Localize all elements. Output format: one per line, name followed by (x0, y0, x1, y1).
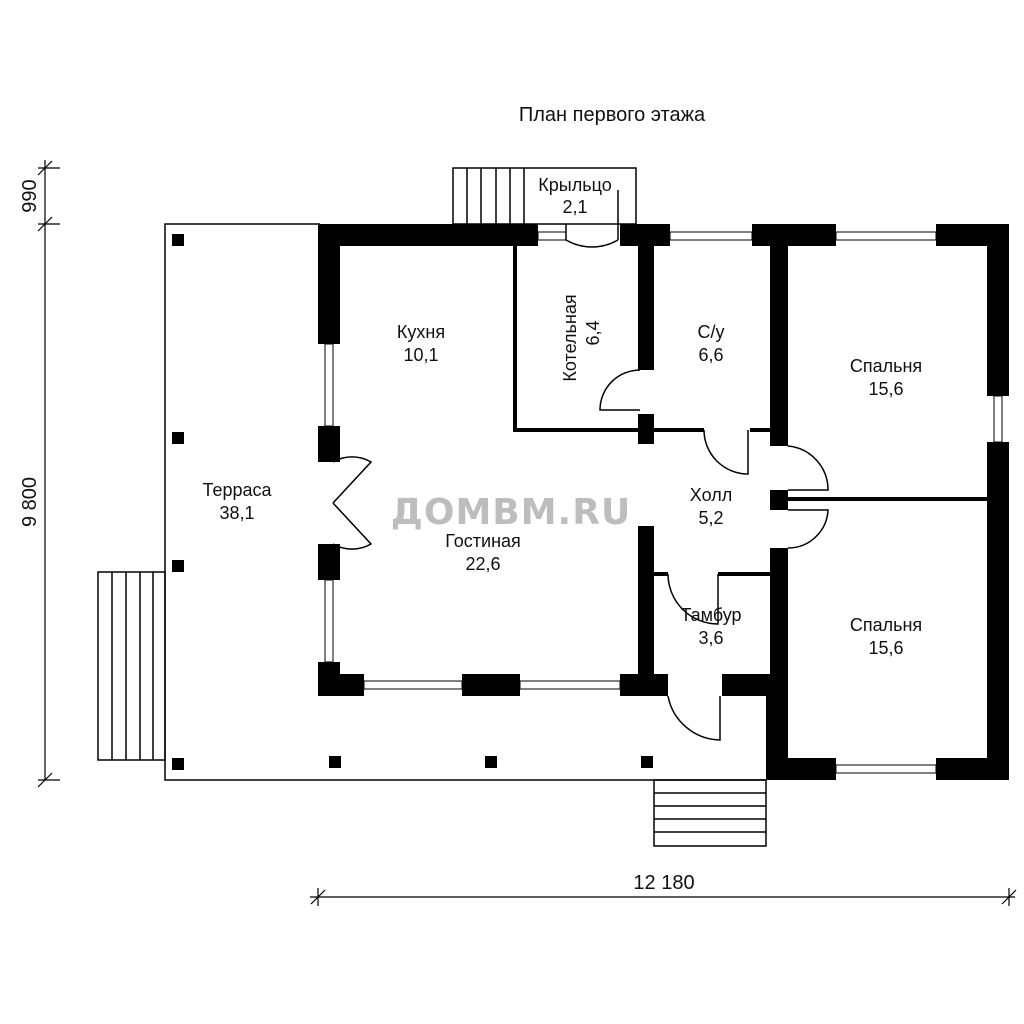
entrance-steps-bottom (653, 779, 767, 847)
room-area-kitchen: 10,1 (403, 345, 438, 365)
terrace-post (641, 756, 653, 768)
room-name-bedroom-2: Спальня (850, 615, 922, 635)
door-swing (332, 502, 373, 550)
room-area-bedroom-1: 15,6 (868, 379, 903, 399)
room-area-vestibule: 3,6 (698, 628, 723, 648)
terrace-steps-left (97, 571, 166, 761)
terrace-post (485, 756, 497, 768)
interior-walls (513, 246, 987, 678)
terrace-outline (164, 223, 766, 781)
terrace-post (172, 432, 184, 444)
window (993, 395, 1003, 443)
porch (452, 167, 637, 225)
terrace-post (172, 560, 184, 572)
watermark: ДОМВМ.RU (391, 492, 631, 533)
door-swing (565, 190, 619, 248)
room-name-kitchen: Кухня (397, 322, 445, 342)
room-area-bath: 6,6 (698, 345, 723, 365)
window (363, 680, 463, 690)
room-name-living: Гостиная (445, 531, 521, 551)
door-swing (667, 573, 719, 625)
dimension-lines (37, 160, 1017, 906)
windows (324, 231, 1003, 774)
room-name-terrace: Терраса (202, 480, 272, 500)
room-area-terrace: 38,1 (219, 503, 254, 523)
door-swing (332, 456, 373, 504)
room-name-bedroom-1: Спальня (850, 356, 922, 376)
door-swing (787, 445, 829, 491)
room-area-porch: 2,1 (562, 197, 587, 217)
window (835, 231, 937, 241)
door-swing (599, 369, 641, 411)
room-area-hall: 5,2 (698, 508, 723, 528)
door-swing (667, 695, 721, 741)
room-labels: Крыльцо 2,1 Кухня 10,1 Котельная 6,4 С/у… (202, 175, 922, 658)
room-area-living: 22,6 (465, 554, 500, 574)
room-area-boiler: 6,4 (583, 320, 603, 345)
terrace-post (329, 756, 341, 768)
terrace-post (172, 234, 184, 246)
plan-title: План первого этажа (519, 104, 706, 126)
window (324, 579, 334, 663)
dim-width-total: 12 180 (633, 872, 694, 894)
door-swing (787, 509, 829, 549)
window (537, 231, 567, 241)
terrace-post (172, 758, 184, 770)
room-name-vestibule: Тамбур (680, 605, 741, 625)
exterior-walls (318, 224, 1009, 780)
dim-height-total: 9 800 (19, 477, 41, 527)
window (519, 680, 621, 690)
dim-height-top: 990 (19, 179, 41, 212)
window (669, 231, 753, 241)
room-name-boiler: Котельная (560, 294, 580, 381)
room-name-porch: Крыльцо (538, 175, 611, 195)
room-name-bath: С/у (698, 322, 725, 342)
door-swing (703, 429, 749, 475)
window (324, 343, 334, 427)
room-name-hall: Холл (690, 485, 732, 505)
room-area-bedroom-2: 15,6 (868, 638, 903, 658)
doors (332, 190, 829, 741)
window (835, 764, 937, 774)
